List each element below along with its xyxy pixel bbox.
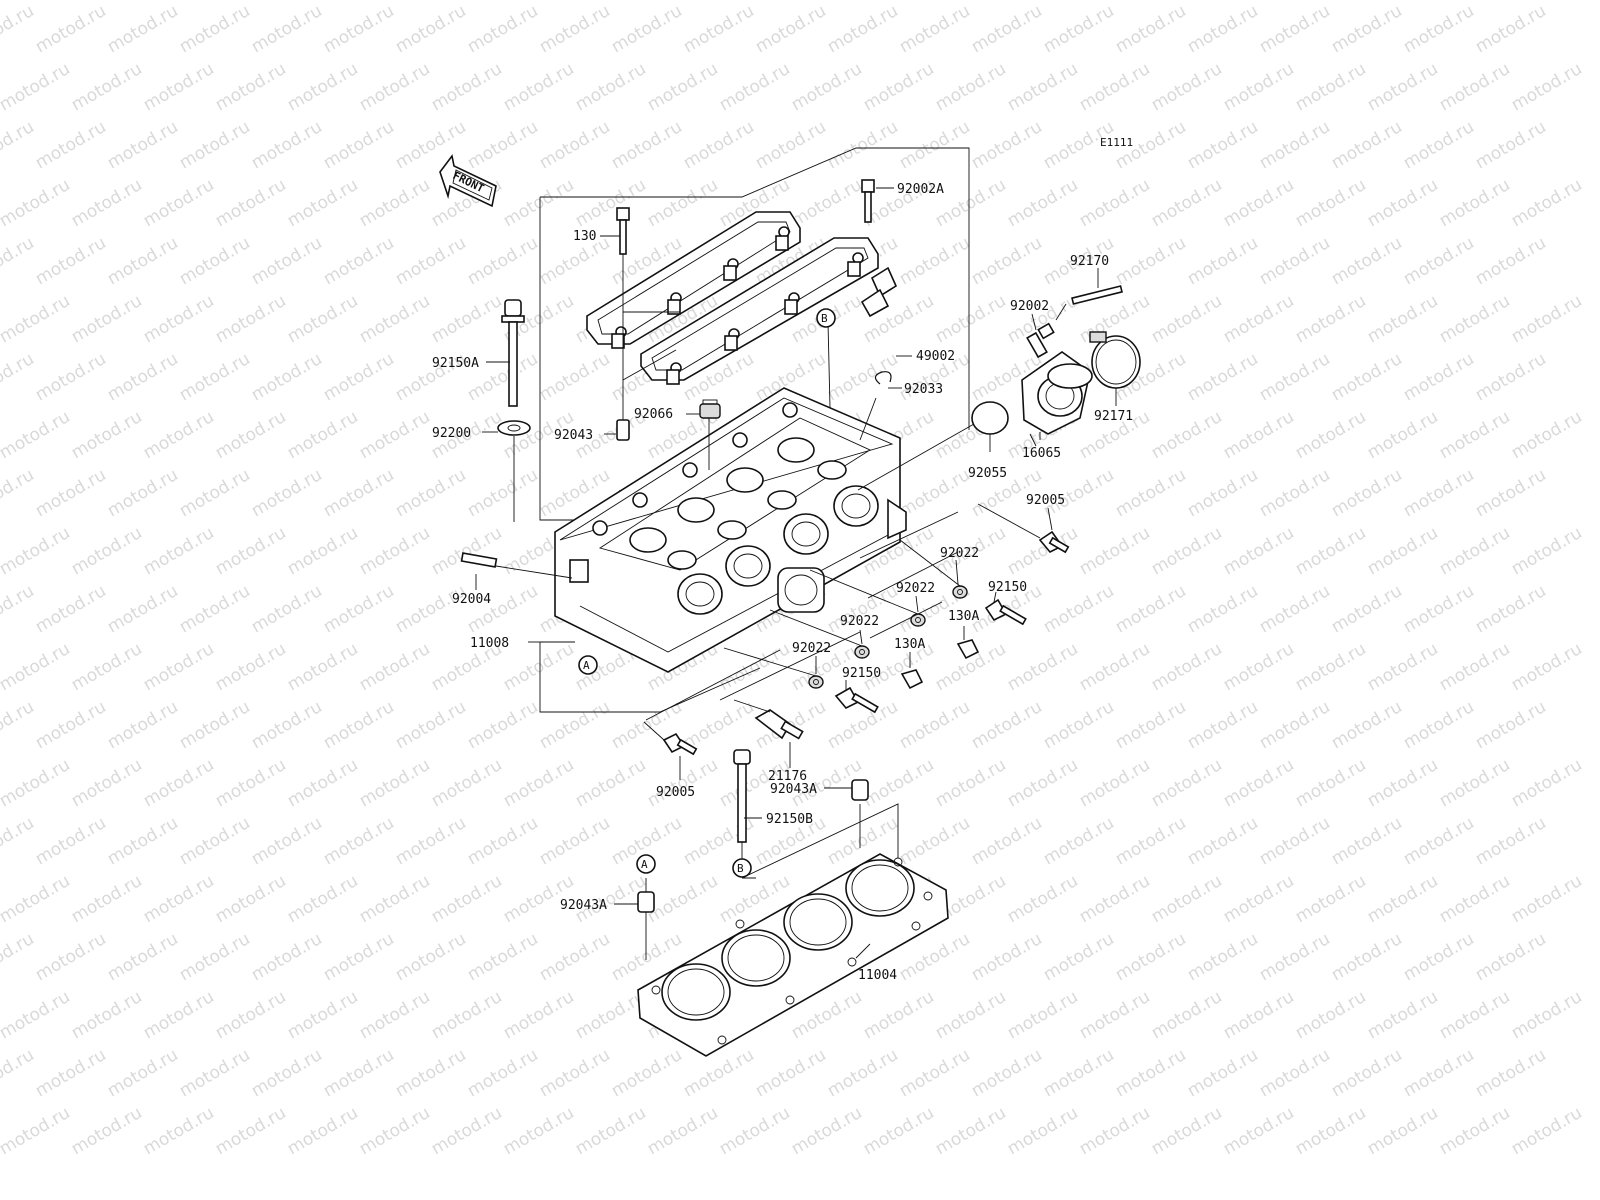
gasket-bracket (741, 803, 899, 879)
bolt-92005-top-icon (1038, 530, 1070, 554)
callout-11004: 11004 (858, 968, 897, 983)
head-gasket-11004 (637, 853, 949, 1057)
holder-16065 (1021, 351, 1093, 435)
svg-text:A: A (583, 659, 590, 672)
callout-92005-top: 92005 (1026, 493, 1065, 508)
stud-92150-a-icon (984, 598, 1027, 626)
callout-49002: 49002 (916, 349, 955, 364)
bolt-92002A-icon (861, 179, 875, 223)
camshaft-cap-intake (640, 237, 879, 385)
callout-92043A-a: 92043A (770, 782, 817, 797)
oring-92055-icon (971, 401, 1009, 435)
callout-92066: 92066 (634, 407, 673, 422)
head-group-bracket (539, 642, 761, 713)
washer-92200-icon (497, 420, 531, 436)
bolt-92002-icon (1026, 322, 1055, 359)
washer-92022-d-icon (808, 675, 824, 689)
callout-92002A: 92002A (897, 182, 944, 197)
callout-130A-a: 130A (948, 609, 979, 624)
leader-lines (475, 187, 1117, 959)
stud-92004-icon (460, 552, 498, 568)
oil-plug-92066-icon (699, 399, 721, 419)
clip-92033-icon (874, 371, 892, 385)
cylinder-head-11008 (554, 387, 907, 673)
callout-130: 130 (573, 229, 596, 244)
callout-92002: 92002 (1010, 299, 1049, 314)
bolt-130A-a-icon (956, 639, 980, 660)
callout-92170: 92170 (1070, 254, 1109, 269)
bolt-92005-bottom-icon (662, 732, 698, 756)
pin-92170-icon (1071, 285, 1123, 305)
callout-92022-b: 92022 (896, 581, 935, 596)
callout-92022-c: 92022 (840, 614, 879, 629)
ref-b-top: B (816, 308, 836, 328)
ref-b-bottom: B (732, 858, 752, 878)
ref-a-bottom: A (636, 854, 656, 874)
callout-92150-a: 92150 (988, 580, 1027, 595)
callout-92043: 92043 (554, 428, 593, 443)
callout-92171: 92171 (1094, 409, 1133, 424)
callout-92043A-b: 92043A (560, 898, 607, 913)
washer-92022-b-icon (910, 613, 926, 627)
fitting-49002-icon (860, 266, 898, 318)
diagram-code: E1111 (1100, 136, 1133, 149)
bolt-130-icon (616, 207, 630, 255)
bolt-130A-b-icon (900, 669, 924, 690)
dowel-92043A-b-icon (637, 891, 655, 913)
front-arrow-icon: FRONT (439, 154, 497, 208)
callout-21176: 21176 (768, 769, 807, 784)
callout-92150B: 92150B (766, 812, 813, 827)
svg-text:B: B (821, 312, 828, 325)
bolt-92150B-icon (733, 749, 751, 843)
sensor-21176-icon (754, 709, 804, 740)
callout-130A-b: 130A (894, 637, 925, 652)
callout-11008: 11008 (470, 636, 509, 651)
dowel-92043A-a-icon (851, 779, 869, 801)
callout-92004: 92004 (452, 592, 491, 607)
svg-text:A: A (641, 858, 648, 871)
bolt-92150A-icon (501, 299, 525, 407)
callout-92033: 92033 (904, 382, 943, 397)
ref-a-mid: A (578, 655, 598, 675)
callout-92150A: 92150A (432, 356, 479, 371)
callout-92022-a: 92022 (940, 546, 979, 561)
stud-92150-b-icon (834, 686, 879, 714)
dowel-92043-icon (616, 419, 630, 441)
callout-92005-bottom: 92005 (656, 785, 695, 800)
washer-92022-a-icon (952, 585, 968, 599)
clamp-92171-icon (1089, 331, 1141, 389)
camshaft-cap-exhaust (586, 211, 801, 349)
washer-92022-c-icon (854, 645, 870, 659)
svg-text:B: B (737, 862, 744, 875)
callout-92055: 92055 (968, 466, 1007, 481)
callout-92200: 92200 (432, 426, 471, 441)
callout-92022-d: 92022 (792, 641, 831, 656)
callout-92150-b: 92150 (842, 666, 881, 681)
callout-16065: 16065 (1022, 446, 1061, 461)
